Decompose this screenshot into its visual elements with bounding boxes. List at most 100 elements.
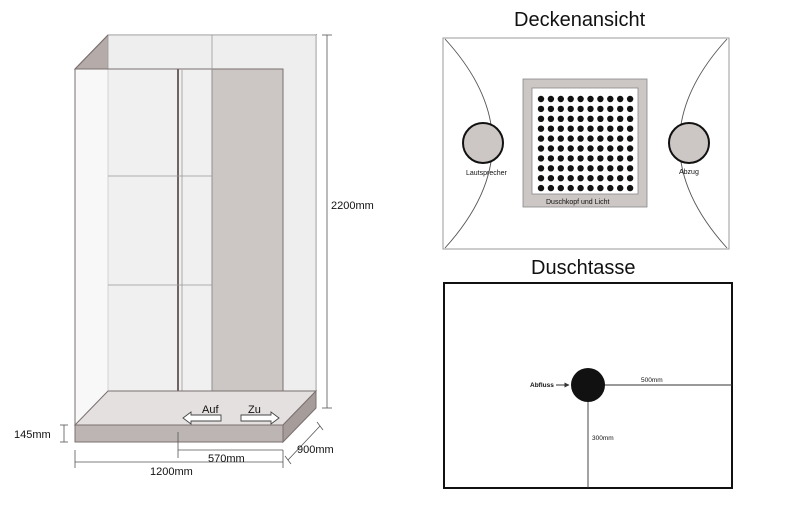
cabin-dimensions: 2200mm 145mm 1200mm 570mm 900mm <box>14 34 374 478</box>
nozzle-dot <box>577 155 584 162</box>
nozzle-dot <box>607 135 614 142</box>
nozzle-dot <box>567 184 574 192</box>
nozzle-dot <box>537 165 545 172</box>
nozzle-dot <box>587 115 594 123</box>
door-close-label: Zu <box>248 404 261 416</box>
nozzle-dot <box>607 115 614 123</box>
nozzle-dot <box>617 175 624 182</box>
nozzle-dot <box>567 125 574 132</box>
nozzle-dot <box>537 125 545 132</box>
nozzle-dot <box>617 184 624 192</box>
nozzle-dot <box>547 184 555 192</box>
nozzle-dot <box>607 95 614 103</box>
exhaust-label: Abzug <box>679 169 699 176</box>
nozzle-dot <box>557 125 564 132</box>
dim-height-label: 2200mm <box>331 200 374 212</box>
nozzle-dot <box>557 155 564 162</box>
shower-tray-side <box>282 389 317 444</box>
nozzle-dot <box>607 155 614 162</box>
nozzle-dot <box>597 155 604 162</box>
nozzle-dot <box>547 105 555 113</box>
nozzle-dot <box>597 175 604 182</box>
tray-view: Duschtasse Abfluss 500mm 300mm <box>443 257 733 489</box>
nozzle-dot <box>577 175 584 182</box>
nozzle-dot <box>537 175 545 182</box>
nozzle-dot <box>626 175 634 182</box>
nozzle-dot <box>607 145 614 152</box>
shower-tray-front <box>74 424 284 443</box>
nozzle-dot <box>537 95 545 103</box>
nozzle-dot <box>577 165 584 172</box>
nozzle-dot <box>597 115 604 123</box>
nozzle-dot <box>587 135 594 142</box>
nozzle-dot <box>577 135 584 142</box>
nozzle-dot <box>617 125 624 132</box>
shower-cabin-3d: Auf Zu <box>73 33 318 444</box>
nozzle-dot <box>577 115 584 123</box>
nozzle-dot <box>587 155 594 162</box>
nozzle-dot <box>557 105 564 113</box>
nozzle-dot <box>537 115 545 123</box>
ceiling-view: Deckenansicht Lautsprecher Abzug Duschko… <box>442 9 730 250</box>
nozzle-dot <box>557 165 564 172</box>
nozzle-dot <box>547 125 555 132</box>
drain-icon <box>571 368 605 402</box>
drain-label: Abfluss <box>530 382 554 389</box>
nozzle-dot <box>597 95 604 103</box>
nozzle-dot <box>607 184 614 192</box>
dim-door-label: 570mm <box>208 453 245 465</box>
nozzle-dot <box>547 155 555 162</box>
nozzle-dot <box>557 135 564 142</box>
nozzle-dot <box>587 105 594 113</box>
nozzle-dot <box>607 165 614 172</box>
nozzle-dot <box>597 184 604 192</box>
nozzle-dot <box>537 145 545 152</box>
nozzle-dot <box>577 125 584 132</box>
nozzle-dot <box>617 155 624 162</box>
nozzle-dot <box>587 165 594 172</box>
nozzle-dot <box>587 175 594 182</box>
nozzle-dot <box>567 105 574 113</box>
tray-dim-vertical-label: 300mm <box>592 435 614 442</box>
nozzle-dot <box>537 105 545 113</box>
nozzle-dot <box>617 95 624 103</box>
nozzle-dot <box>567 135 574 142</box>
nozzle-dot <box>577 184 584 192</box>
nozzle-dot <box>626 145 634 152</box>
showerhead-nozzle-grid <box>537 95 634 192</box>
nozzle-dot <box>626 95 634 103</box>
nozzle-dot <box>626 115 634 123</box>
door-close-arrow <box>240 411 280 425</box>
nozzle-dot <box>626 184 634 192</box>
nozzle-dot <box>557 184 564 192</box>
nozzle-dot <box>537 155 545 162</box>
nozzle-dot <box>597 125 604 132</box>
nozzle-dot <box>567 145 574 152</box>
nozzle-dot <box>626 135 634 142</box>
nozzle-dot <box>626 155 634 162</box>
nozzle-dot <box>626 105 634 113</box>
speaker-label: Lautsprecher <box>466 170 508 177</box>
nozzle-dot <box>626 125 634 132</box>
exhaust-icon <box>668 122 710 164</box>
nozzle-dot <box>567 155 574 162</box>
nozzle-dot <box>587 125 594 132</box>
nozzle-dot <box>567 115 574 123</box>
nozzle-dot <box>547 115 555 123</box>
door-open-label: Auf <box>202 404 219 416</box>
tray-view-title: Duschtasse <box>531 257 636 279</box>
tray-dim-horizontal-label: 500mm <box>641 377 663 384</box>
ceiling-view-title: Deckenansicht <box>514 9 646 31</box>
nozzle-dot <box>577 95 584 103</box>
nozzle-dot <box>587 95 594 103</box>
nozzle-dot <box>547 145 555 152</box>
nozzle-dot <box>577 105 584 113</box>
speaker-icon <box>462 122 504 164</box>
door-open-arrow <box>182 411 222 425</box>
nozzle-dot <box>617 165 624 172</box>
showerhead-label: Duschkopf und Licht <box>546 199 609 206</box>
nozzle-dot <box>547 95 555 103</box>
nozzle-dot <box>597 145 604 152</box>
nozzle-dot <box>597 135 604 142</box>
